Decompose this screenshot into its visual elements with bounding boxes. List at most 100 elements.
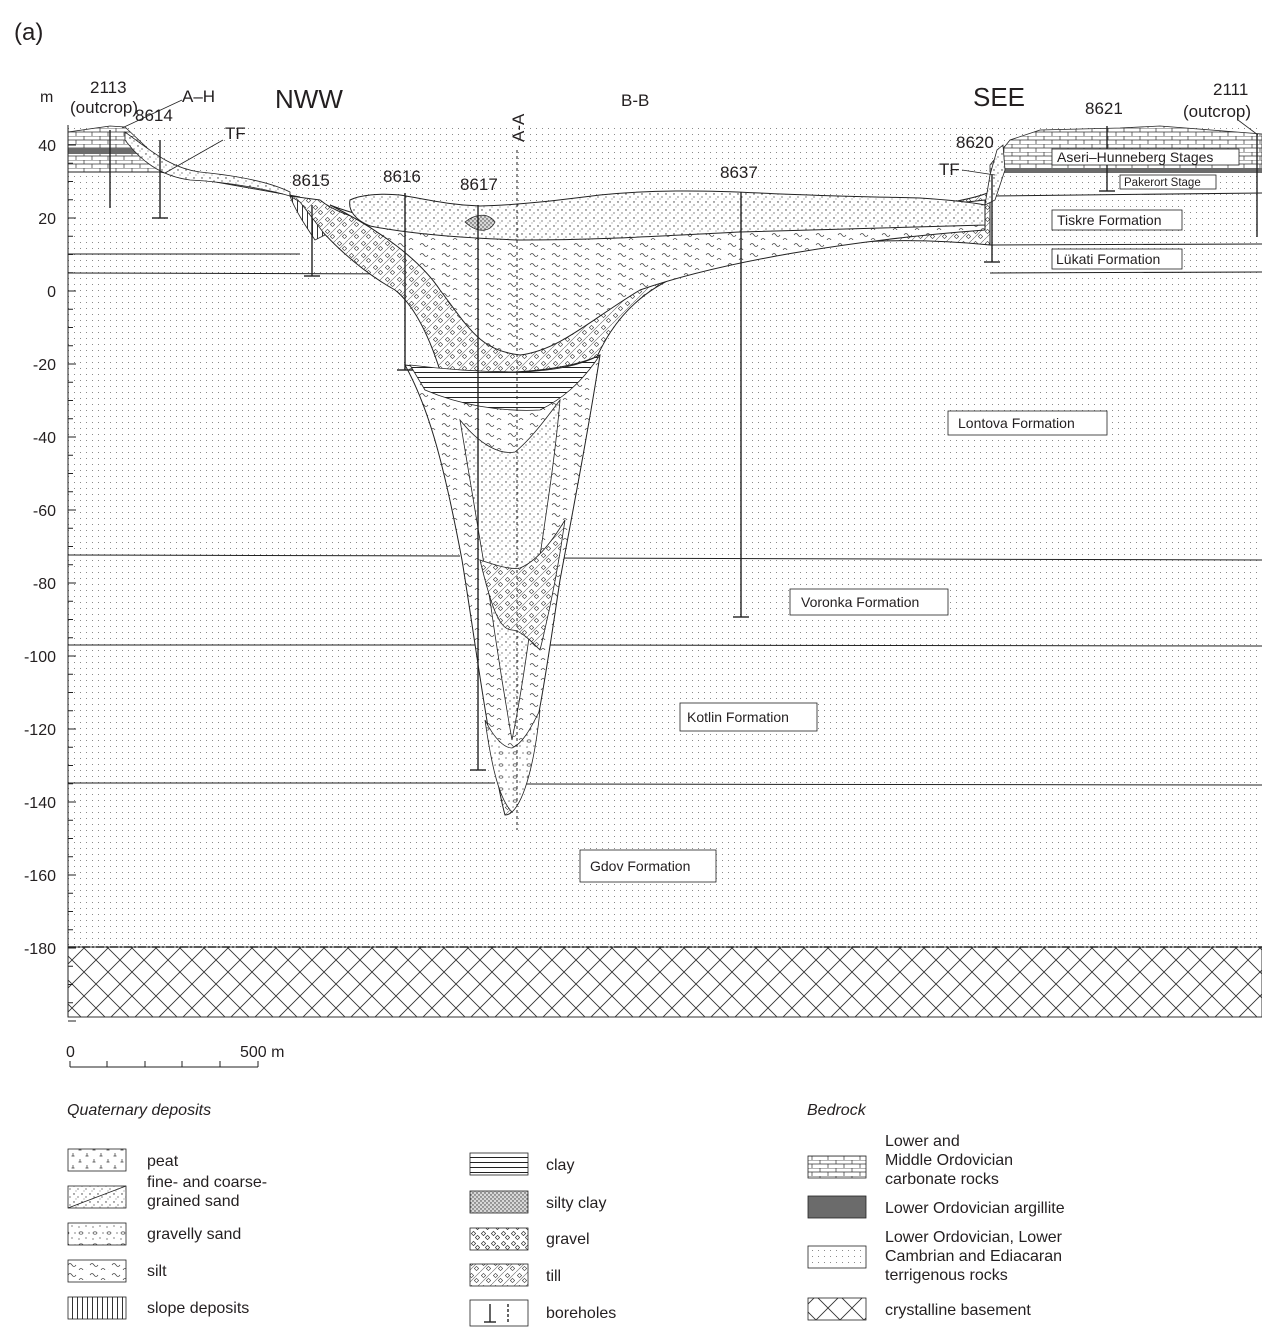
borehole-lines <box>109 126 1258 771</box>
gravelly-sand-swatch <box>67 1222 127 1246</box>
borehole-2113-label: 2113 <box>90 78 127 97</box>
panel-label: (a) <box>14 19 43 46</box>
section-label-b-b: B-B <box>621 91 649 110</box>
peat-swatch <box>67 1148 127 1172</box>
slope-deposits <box>289 195 326 241</box>
axis-tick-label: -140 <box>24 795 56 812</box>
annotation-a-h: A–H <box>182 87 215 106</box>
outcrop-2111-leader <box>1237 119 1259 136</box>
borehole-8615-label: 8615 <box>292 171 330 190</box>
legend-boreholes-label: boreholes <box>546 1305 616 1322</box>
silt-swatch <box>67 1259 127 1283</box>
axis-tick-label: -60 <box>33 503 56 520</box>
formation-aseri: Aseri–Hunneberg Stages <box>1057 149 1213 165</box>
axis-tick-label: -160 <box>24 868 56 885</box>
scale-bar-start: 0 <box>66 1044 75 1061</box>
formation-labels: Aseri–Hunneberg Stages Pakerort Stage Ti… <box>579 148 1240 883</box>
legend: Quaternary deposits Bedrock peat fine- a… <box>67 1102 1066 1327</box>
annotation-tf-left-leader <box>164 139 224 174</box>
silty-clay-swatch <box>469 1190 529 1214</box>
borehole-swatch <box>469 1299 529 1327</box>
depth-axis: m 40 20 0 -20 -40 -60 -80 -100 -120 -140 -160 -180 <box>24 89 76 1022</box>
legend-gravel-label: gravel <box>546 1231 590 1248</box>
surface-sand <box>349 190 986 241</box>
argillite-swatch <box>807 1195 867 1219</box>
scale-bar-end: 500 m <box>240 1044 284 1061</box>
formation-tiskre: Tiskre Formation <box>1057 212 1162 228</box>
clay-swatch <box>469 1152 529 1176</box>
annotation-tf-right: TF <box>939 160 960 179</box>
legend-sand-line-2: grained sand <box>147 1193 240 1210</box>
legend-gravelly-sand-label: gravelly sand <box>147 1226 241 1243</box>
legend-quaternary-title: Quaternary deposits <box>67 1102 211 1119</box>
legend-crystalline-label: crystalline basement <box>885 1302 1031 1319</box>
formation-pakerort: Pakerort Stage <box>1124 177 1201 189</box>
carbonate-swatch <box>807 1155 867 1179</box>
formation-lukati: Lükati Formation <box>1056 251 1160 267</box>
legend-carbonate-line-3: carbonate rocks <box>885 1171 999 1188</box>
crystalline-basement <box>67 946 1262 1018</box>
legend-terrigenous-line-3: terrigenous rocks <box>885 1267 1008 1284</box>
legend-carbonate-line-2: Middle Ordovician <box>885 1152 1013 1169</box>
axis-tick-label: -180 <box>24 941 56 958</box>
section-label-a-a: A-A <box>509 113 528 142</box>
axis-ticks: 40 20 0 -20 -40 -60 -80 -100 -120 -140 -160 -180 <box>24 138 76 1022</box>
valley-clay-lens <box>409 354 601 411</box>
legend-silty-clay-label: silty clay <box>546 1195 606 1212</box>
axis-tick-label: -120 <box>24 722 56 739</box>
legend-clay-label: clay <box>546 1157 574 1174</box>
legend-terrigenous-line-1: Lower Ordovician, Lower <box>885 1229 1063 1246</box>
legend-slope-label: slope deposits <box>147 1300 249 1317</box>
axis-tick-label: 0 <box>47 284 56 301</box>
annotation-tf-right-leader <box>961 169 996 176</box>
borehole-2113-note: (outcrop) <box>70 98 138 117</box>
borehole-8637-label: 8637 <box>720 163 758 182</box>
axis-tick-label: -100 <box>24 649 56 666</box>
direction-right: SEE <box>973 82 1025 112</box>
gravel-swatch <box>469 1227 529 1251</box>
scale-bar: 0 500 m <box>66 1044 284 1068</box>
borehole-8617-label: 8617 <box>460 175 498 194</box>
borehole-8614-label: 8614 <box>135 106 173 125</box>
legend-carbonate-label: Lower and Middle Ordovician carbonate ro… <box>885 1133 1018 1188</box>
borehole-8621-label: 8621 <box>1085 99 1123 118</box>
borehole-8616-label: 8616 <box>383 167 421 186</box>
till-swatch <box>469 1263 529 1287</box>
peat-lens <box>464 214 496 231</box>
axis-tick-label: -40 <box>33 430 56 447</box>
legend-sand-label: fine- and coarse- grained sand <box>147 1174 272 1210</box>
axis-tick-label: -80 <box>33 576 56 593</box>
axis-tick-label: 20 <box>38 211 56 228</box>
formation-gdov: Gdov Formation <box>590 858 690 874</box>
legend-silt-label: silt <box>147 1263 167 1280</box>
axis-tick-label: 40 <box>38 138 56 155</box>
terrigenous-swatch <box>807 1245 867 1269</box>
annotation-a-h-leader <box>121 99 183 129</box>
formation-lontova: Lontova Formation <box>958 415 1075 431</box>
legend-peat-label: peat <box>147 1153 179 1170</box>
legend-argillite-label: Lower Ordovician argillite <box>885 1200 1065 1217</box>
legend-bedrock-title: Bedrock <box>807 1102 867 1119</box>
legend-sand-line-1: fine- and coarse- <box>147 1174 267 1191</box>
argillite-right <box>990 168 1262 173</box>
legend-terrigenous-line-2: Cambrian and Ediacaran <box>885 1248 1062 1265</box>
borehole-8620-label: 8620 <box>956 133 994 152</box>
formation-kotlin: Kotlin Formation <box>687 709 789 725</box>
borehole-labels: 2113 (outcrop) 8614 8615 8616 8617 8637 … <box>70 78 1251 194</box>
valley-gravelly-sand <box>484 709 541 813</box>
buried-valley <box>124 131 1006 816</box>
direction-left: NWW <box>275 84 343 114</box>
axis-unit: m <box>40 89 53 106</box>
formation-voronka: Voronka Formation <box>801 594 919 610</box>
annotation-tf-left: TF <box>225 124 246 143</box>
argillite-left <box>68 148 148 154</box>
valley-till-lower <box>479 519 566 651</box>
legend-carbonate-line-1: Lower and <box>885 1133 960 1150</box>
borehole-2111-note: (outcrop) <box>1183 102 1251 121</box>
slope-deposits-swatch <box>67 1296 127 1320</box>
borehole-2111-label: 2111 <box>1213 80 1248 99</box>
axis-tick-label: -20 <box>33 357 56 374</box>
legend-terrigenous-label: Lower Ordovician, Lower Cambrian and Edi… <box>885 1229 1066 1284</box>
crystalline-swatch <box>807 1297 867 1321</box>
